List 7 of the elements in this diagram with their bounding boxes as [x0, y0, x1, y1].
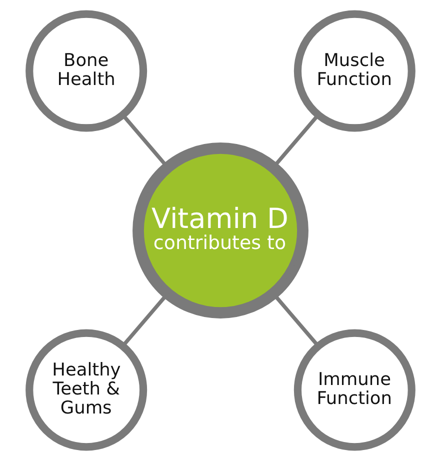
connector	[120, 294, 167, 347]
node-circle: Immune Function	[293, 328, 415, 450]
node-circle: Bone Health	[25, 10, 147, 132]
node-circle: Muscle Function	[293, 10, 415, 132]
node-circle: Healthy Teeth & Gums	[25, 328, 147, 450]
connector	[273, 294, 320, 347]
node-circle: Vitamin D contributes to	[132, 142, 308, 318]
